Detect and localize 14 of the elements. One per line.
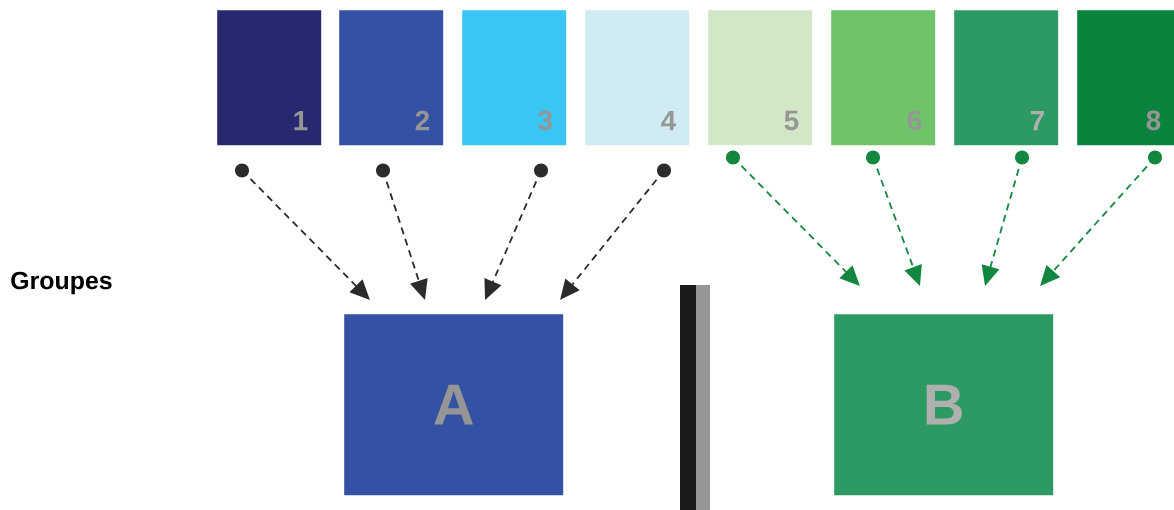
color-swatch-box: 1 xyxy=(217,10,322,146)
row-label: Groupes xyxy=(11,271,112,295)
color-swatch-box: 2 xyxy=(339,10,444,146)
group-box: B xyxy=(834,314,1054,496)
color-swatch-box: 4 xyxy=(585,10,690,146)
group-box: A xyxy=(344,314,564,496)
color-swatch-box: 5 xyxy=(708,10,813,146)
arrow xyxy=(560,163,671,300)
arrow xyxy=(235,163,370,300)
color-swatch-box: 8 xyxy=(1077,10,1174,146)
color-swatch-box: 7 xyxy=(954,10,1059,146)
color-swatch-box: 3 xyxy=(462,10,567,146)
arrow xyxy=(1040,150,1162,286)
arrow xyxy=(726,150,860,286)
